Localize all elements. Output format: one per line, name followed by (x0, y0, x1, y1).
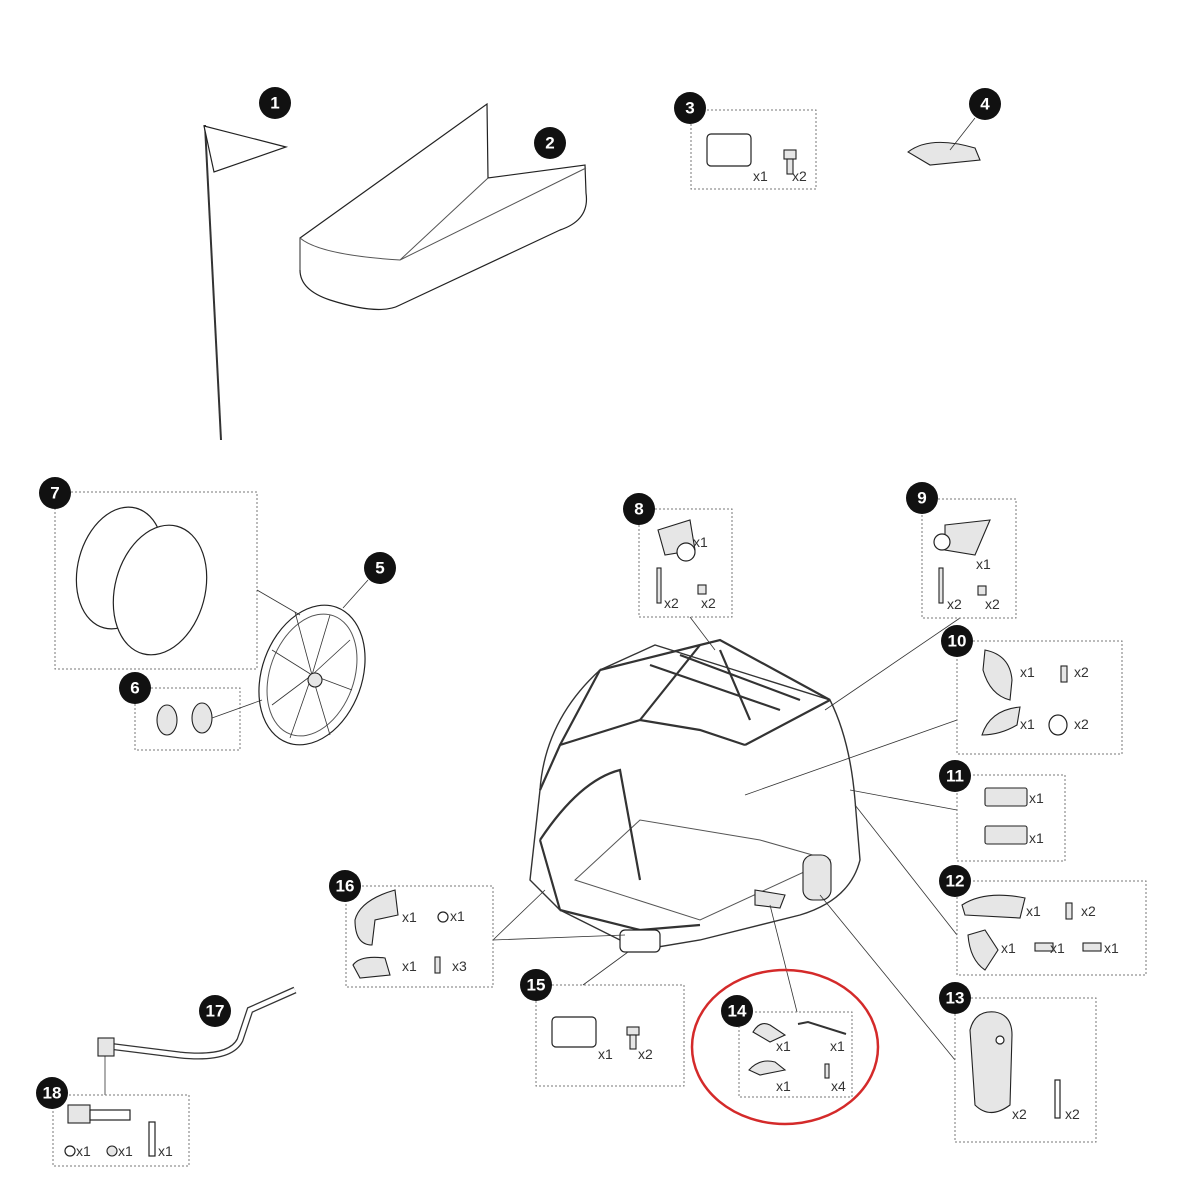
svg-text:6: 6 (130, 679, 139, 698)
callout-1: 1 (259, 87, 291, 119)
svg-text:10: 10 (948, 632, 967, 651)
callout-6: 6 (119, 672, 151, 704)
qty-label: x2 (701, 595, 716, 611)
qty-label: x2 (638, 1046, 653, 1062)
qty-label: x1 (450, 908, 465, 924)
svg-text:2: 2 (545, 134, 554, 153)
qty-label: x1 (1026, 903, 1041, 919)
qty-label: x1 (693, 534, 708, 550)
callout-9: 9 (906, 482, 938, 514)
svg-text:12: 12 (946, 872, 965, 891)
qty-label: x2 (1065, 1106, 1080, 1122)
qty-label: x1 (976, 556, 991, 572)
svg-text:16: 16 (336, 877, 355, 896)
svg-text:5: 5 (375, 559, 384, 578)
qty-label: x1 (1020, 716, 1035, 732)
qty-label: x2 (1074, 716, 1089, 732)
qty-label: x2 (1012, 1106, 1027, 1122)
part-16-bumper-cover-kit: x1 x1 x1 x3 (345, 885, 494, 988)
qty-label: x4 (831, 1078, 846, 1094)
part-11-clips: x1 x1 (956, 774, 1066, 862)
qty-label: x2 (947, 596, 962, 612)
trailer-body (529, 638, 861, 953)
part-14-foot-kit: x1 x1 x1 x4 (690, 968, 880, 1126)
svg-text:1: 1 (270, 94, 279, 113)
callout-16: 16 (329, 870, 361, 902)
part-15-reflector-kit: x1 x2 (535, 984, 685, 1087)
callout-14: 14 (721, 995, 753, 1027)
qty-label: x1 (598, 1046, 613, 1062)
callout-8: 8 (623, 493, 655, 525)
callout-4: 4 (969, 88, 1001, 120)
qty-label: x2 (664, 595, 679, 611)
svg-text:4: 4 (980, 95, 990, 114)
part-2-floor-tray (299, 102, 588, 311)
qty-label: x1 (753, 168, 768, 184)
qty-label: x1 (1104, 940, 1119, 956)
qty-label: x1 (776, 1078, 791, 1094)
callout-17: 17 (199, 995, 231, 1027)
svg-text:18: 18 (43, 1084, 62, 1103)
callout-11: 11 (939, 760, 971, 792)
part-10-frame-joints: x1 x2 x1 x2 (956, 640, 1123, 755)
qty-label: x1 (1001, 940, 1016, 956)
callout-12: 12 (939, 865, 971, 897)
part-7-tire-and-tube (54, 491, 301, 670)
part-5-wheel (258, 579, 369, 746)
part-8-hinge-kit: x1 x2 x2 (638, 508, 733, 618)
part-12-bumper-kit: x1 x2 x1 x1 x1 (956, 880, 1147, 976)
part-17-hitch-arm (97, 986, 297, 1060)
qty-label: x1 (830, 1038, 845, 1054)
part-4-clip (907, 117, 981, 166)
part-13-wheel-covers: x2 x2 (954, 997, 1097, 1143)
part-9-hinge-kit: x1 x2 x2 (921, 498, 1017, 619)
qty-label: x1 (402, 958, 417, 974)
svg-text:8: 8 (634, 500, 643, 519)
svg-text:11: 11 (946, 767, 964, 786)
callout-7: 7 (39, 477, 71, 509)
qty-label: x1 (1020, 664, 1035, 680)
qty-label: x1 (158, 1143, 173, 1159)
qty-label: x1 (1029, 830, 1044, 846)
callout-3: 3 (674, 92, 706, 124)
callout-10: 10 (941, 625, 973, 657)
svg-text:15: 15 (527, 976, 546, 995)
leader-lines (104, 616, 961, 1095)
callout-18: 18 (36, 1077, 68, 1109)
qty-label: x2 (792, 168, 807, 184)
svg-text:14: 14 (728, 1002, 747, 1021)
qty-label: x3 (452, 958, 467, 974)
qty-label: x1 (76, 1143, 91, 1159)
callout-2: 2 (534, 127, 566, 159)
qty-label: x2 (1074, 664, 1089, 680)
svg-text:9: 9 (917, 489, 926, 508)
callout-15: 15 (520, 969, 552, 1001)
part-6-hub-caps (134, 687, 263, 751)
qty-label: x1 (1029, 790, 1044, 806)
part-1-safety-flag (203, 124, 289, 441)
callouts: 1 2 3 4 5 6 7 8 9 10 11 12 13 14 15 16 1… (36, 87, 1001, 1109)
qty-label: x2 (1081, 903, 1096, 919)
qty-label: x1 (1050, 940, 1065, 956)
qty-label: x1 (776, 1038, 791, 1054)
svg-text:3: 3 (685, 99, 694, 118)
svg-text:7: 7 (50, 484, 59, 503)
qty-label: x2 (985, 596, 1000, 612)
part-18-hitch-kit: x1 x1 x1 (52, 1094, 190, 1167)
highlight-circle (690, 968, 880, 1126)
svg-text:13: 13 (946, 989, 965, 1008)
svg-text:17: 17 (206, 1002, 225, 1021)
callout-5: 5 (364, 552, 396, 584)
part-3-reflector-kit: x1 x2 (690, 109, 817, 190)
callout-13: 13 (939, 982, 971, 1014)
qty-label: x1 (118, 1143, 133, 1159)
qty-label: x1 (402, 909, 417, 925)
